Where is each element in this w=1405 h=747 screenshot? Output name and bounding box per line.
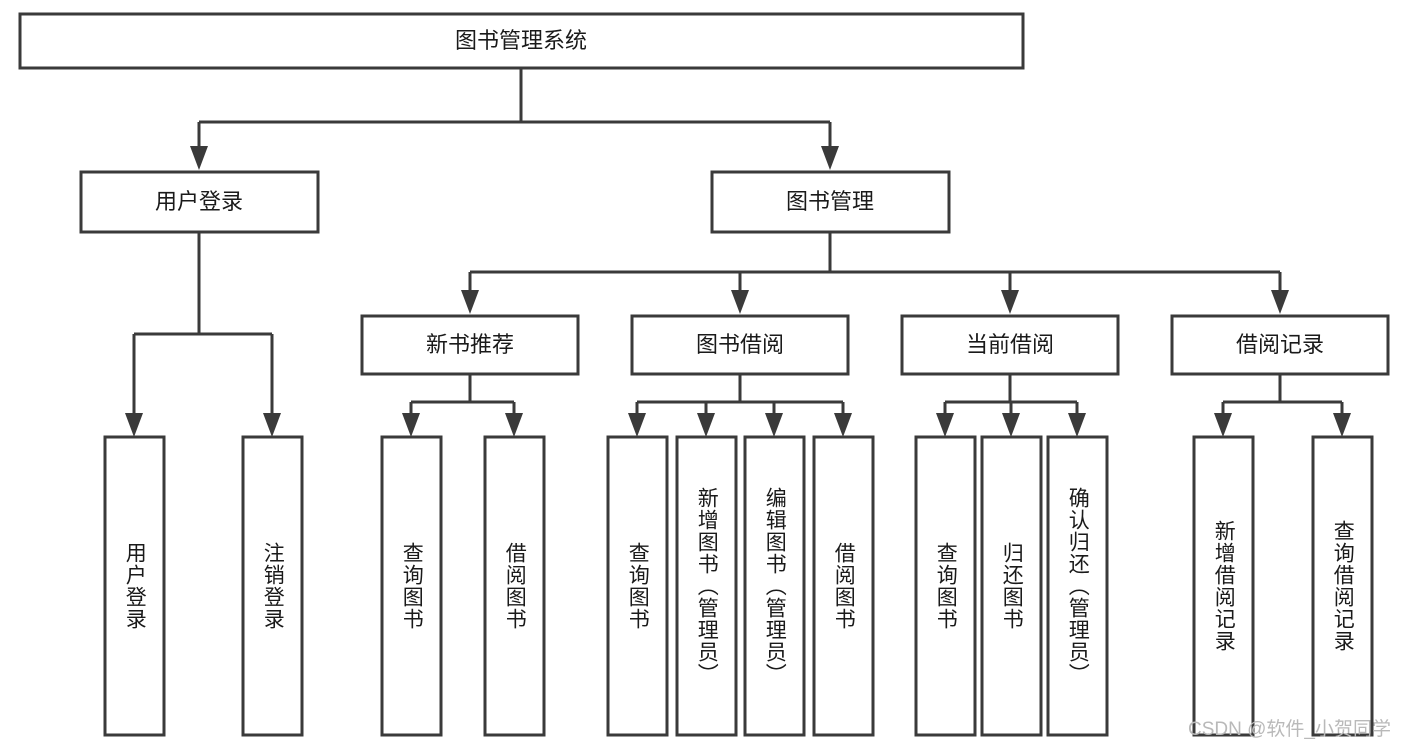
connector-borrow-record-to-leaves [1214,374,1351,437]
connector-root-to-level1 [190,68,839,170]
arrow-to-leaf-query-book-3 [936,413,954,437]
new-book-rec-label: 新书推荐 [426,332,514,357]
leaf-query-book-2-box [606,435,669,737]
node-current-borrow[interactable]: 当前借阅 [900,314,1120,376]
leaf-query-book-1-box [380,435,443,737]
leaf-borrow-book-2-box [812,435,875,737]
root-box [18,12,1025,70]
leaf-query-record-box [1311,435,1374,737]
node-leaf-add-record[interactable]: 新增借阅记录 [1192,435,1255,737]
arrow-to-leaf-return-book [1002,413,1020,437]
arrow-to-leaf-query-record [1333,413,1351,437]
leaf-logout-box [241,435,304,737]
arrow-to-leaf-logout [263,413,281,437]
node-leaf-add-book[interactable]: 新增图书（管理员） [675,435,738,737]
connector-book-borrow-to-leaves [628,374,852,437]
node-book-borrow[interactable]: 图书借阅 [630,314,850,376]
node-leaf-borrow-book-2[interactable]: 借阅图书 [812,435,875,737]
node-new-book-rec[interactable]: 新书推荐 [360,314,580,376]
node-leaf-query-record[interactable]: 查询借阅记录 [1311,435,1374,737]
arrow-to-leaf-borrow-book-2 [834,413,852,437]
arrow-to-new-book-rec [461,290,479,314]
root-label: 图书管理系统 [455,28,587,53]
leaf-query-book-2-label: 查询图书 [626,542,650,630]
leaf-borrow-book-2-label: 借阅图书 [832,542,856,630]
node-root[interactable]: 图书管理系统 [18,12,1025,70]
leaf-user-login-box [103,435,166,737]
arrow-to-borrow-record [1271,290,1289,314]
current-borrow-label: 当前借阅 [966,332,1054,357]
node-leaf-query-book-2[interactable]: 查询图书 [606,435,669,737]
connector-user-login-to-leaves [125,232,281,437]
leaf-edit-book-box [743,435,806,737]
leaf-query-book-3-box [914,435,977,737]
leaf-add-record-box [1192,435,1255,737]
node-user-login[interactable]: 用户登录 [79,170,320,234]
arrow-to-user-login [190,146,208,170]
arrow-to-current-borrow [1001,290,1019,314]
current-borrow-box [900,314,1120,376]
node-leaf-borrow-book-1[interactable]: 借阅图书 [483,435,546,737]
node-leaf-query-book-3[interactable]: 查询图书 [914,435,977,737]
arrow-to-book-borrow [731,290,749,314]
arrow-to-leaf-add-book [697,413,715,437]
connector-book-manage-to-level2 [461,232,1289,314]
leaf-query-book-3-label: 查询图书 [934,542,958,630]
node-borrow-record[interactable]: 借阅记录 [1170,314,1390,376]
leaf-borrow-book-1-box [483,435,546,737]
arrow-to-leaf-user-login [125,413,143,437]
user-login-box [79,170,320,234]
leaf-return-book-box [980,435,1043,737]
leaf-add-book-box [675,435,738,737]
arrow-to-leaf-add-record [1214,413,1232,437]
arrow-to-leaf-edit-book [765,413,783,437]
node-leaf-logout[interactable]: 注销登录 [241,435,304,737]
arrow-to-book-manage [821,146,839,170]
leaf-confirm-return-box [1046,435,1109,737]
arrow-to-leaf-query-book-2 [628,413,646,437]
leaf-borrow-book-1-label: 借阅图书 [503,542,527,630]
node-book-manage[interactable]: 图书管理 [710,170,951,234]
node-leaf-return-book[interactable]: 归还图书 [980,435,1043,737]
book-borrow-label: 图书借阅 [696,332,784,357]
new-book-rec-box [360,314,580,376]
leaf-user-login-label: 用户登录 [123,542,147,630]
leaf-query-record-label: 查询借阅记录 [1331,520,1355,652]
connector-new-book-rec-to-leaves [402,374,523,437]
node-leaf-edit-book[interactable]: 编辑图书（管理员） [743,435,806,737]
leaf-return-book-label: 归还图书 [1000,542,1024,630]
arrow-to-leaf-confirm-return [1068,413,1086,437]
leaf-nodes: 用户登录 注销登录 查询图书 借阅图书 [103,435,1374,737]
leaf-add-book-label: 新增图书（管理员） [695,487,719,685]
leaf-logout-label: 注销登录 [261,542,285,630]
user-login-label: 用户登录 [155,189,243,214]
node-leaf-query-book-1[interactable]: 查询图书 [380,435,443,737]
book-manage-label: 图书管理 [786,189,874,214]
borrow-record-label: 借阅记录 [1236,332,1324,357]
node-leaf-user-login[interactable]: 用户登录 [103,435,166,737]
leaf-confirm-return-label: 确认归还（管理员） [1066,487,1090,685]
connector-current-borrow-to-leaves [936,374,1086,437]
arrow-to-leaf-borrow-book-1 [505,413,523,437]
node-leaf-confirm-return[interactable]: 确认归还（管理员） [1046,435,1109,737]
leaf-add-record-label: 新增借阅记录 [1212,520,1236,652]
leaf-edit-book-label: 编辑图书（管理员） [763,487,787,685]
arrow-to-leaf-query-book-1 [402,413,420,437]
leaf-query-book-1-label: 查询图书 [400,542,424,630]
